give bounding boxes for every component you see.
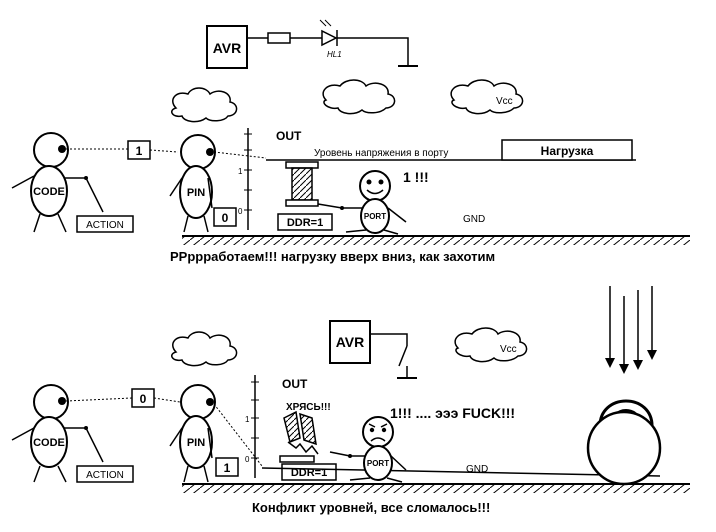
ddr-spring <box>291 167 313 201</box>
pin-label: PIN <box>187 437 205 449</box>
code-figure: CODE ACTION <box>11 384 134 483</box>
axis-tick-1: 1 <box>238 167 243 176</box>
cloud-icon <box>171 331 238 367</box>
cloud-icon <box>322 79 396 115</box>
spring-top-plate <box>285 161 319 169</box>
bottom-exclaim: 1!!! .... эээ FUCK!!! <box>390 405 515 421</box>
gnd-label: GND <box>463 214 485 225</box>
out-label: OUT <box>276 129 302 143</box>
ground-hatch <box>182 485 690 493</box>
port-figure-happy: PORT <box>317 170 407 235</box>
gnd-label: GND <box>466 464 488 475</box>
vcc-cloud-icon <box>450 79 524 115</box>
ground-hatch <box>182 237 690 245</box>
vcc-label: Vcc <box>496 96 513 107</box>
broken-spring <box>279 410 319 463</box>
axis-tick-1: 1 <box>245 415 250 424</box>
spring-bottom-plate <box>285 199 319 207</box>
pin-figure: PIN 1 <box>169 384 239 483</box>
top-exclaim: 1 !!! <box>403 169 429 185</box>
bottom-caption: Конфликт уровней, все сломалось!!! <box>252 500 490 515</box>
bottom-panel: AVR Vcc 1 0 OUT ХРЯСЬ!!! DDR=1 <box>11 286 690 515</box>
action-label: ACTION <box>86 470 124 481</box>
code-value: 1 <box>136 144 143 158</box>
ddr-box <box>277 213 333 231</box>
port-label: PORT <box>367 459 389 468</box>
top-panel: AVR HL1 Vcc 1 0 OUT Уровень напряжения <box>11 19 690 264</box>
port-label: PORT <box>364 212 386 221</box>
port-figure-sad: PORT <box>329 416 407 483</box>
pin-label: PIN <box>187 187 205 199</box>
axis-tick-0: 0 <box>238 207 243 216</box>
out-label: OUT <box>282 377 308 391</box>
load-label: Нагрузка <box>541 144 594 158</box>
code-figure: CODE ACTION <box>11 132 134 233</box>
vcc-cloud-icon <box>454 327 528 363</box>
avr-led-circuit: AVR HL1 <box>206 19 418 69</box>
avr-switch-circuit: AVR <box>329 320 417 379</box>
avr-chip <box>206 25 248 69</box>
cloud-icon <box>171 87 238 123</box>
pin-gaze-dotted <box>213 403 263 467</box>
resistor <box>267 32 291 44</box>
load-box <box>501 139 633 161</box>
level-text: Уровень напряжения в порту <box>314 148 448 159</box>
ddr-label: DDR=1 <box>291 467 327 479</box>
top-caption: РРррработаем!!! нагрузку вверх вниз, как… <box>170 249 495 264</box>
led-label: HL1 <box>327 50 342 59</box>
pin-value: 0 <box>222 211 229 225</box>
pin-gaze-dotted <box>213 151 267 159</box>
pin-value: 1 <box>224 461 231 475</box>
voltage-level-line <box>261 467 661 477</box>
avr-chip <box>329 320 371 364</box>
avr-label: AVR <box>213 40 242 56</box>
code-gaze-dotted <box>65 397 133 402</box>
avr-label: AVR <box>336 334 365 350</box>
falling-arrows <box>605 286 657 374</box>
crunch-text: ХРЯСЬ!!! <box>286 402 331 413</box>
code-label: CODE <box>33 186 65 198</box>
axis-tick-0: 0 <box>245 455 250 464</box>
code-value: 0 <box>140 392 147 406</box>
vcc-label: Vcc <box>500 344 517 355</box>
switch-lever <box>398 345 408 367</box>
kettlebell-weight <box>586 399 662 486</box>
action-label: ACTION <box>86 220 124 231</box>
code-label: CODE <box>33 437 65 449</box>
led-diode-icon <box>321 29 338 47</box>
pin-figure: PIN 0 <box>169 134 237 233</box>
ddr-label: DDR=1 <box>287 217 323 229</box>
